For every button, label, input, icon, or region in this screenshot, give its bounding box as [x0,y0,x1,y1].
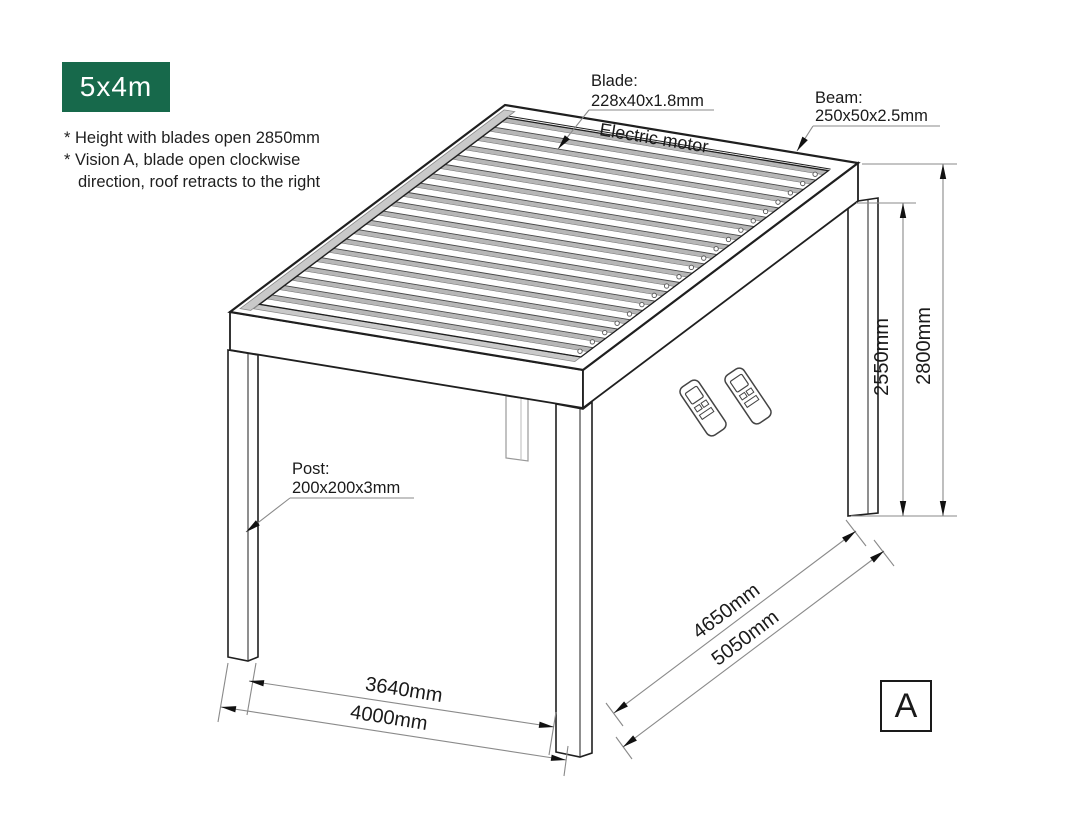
remote-control-1 [679,379,727,437]
note-line-1: * Height with blades open 2850mm [64,129,320,147]
louvred-roof [227,103,861,372]
dimension-lines [217,109,957,777]
view-marker-box: A [880,680,932,732]
posts [227,197,879,758]
notes-block: * Height with blades open 2850mm * Visio… [64,127,320,193]
dim-height-inner: 2550mm [871,318,893,396]
dim-width-inner: 3640mm [364,673,444,707]
remote-controls [679,367,772,437]
front-post [555,400,593,758]
size-badge: 5x4m [62,62,170,112]
blade-label-value: 228x40x1.8mm [591,92,704,110]
remote-control-2 [724,367,772,425]
post-label-value: 200x200x3mm [292,479,400,497]
note-line-3: direction, roof retracts to the right [78,173,321,191]
view-marker-letter: A [894,686,918,725]
blade-label-title: Blade: [591,72,638,90]
note-line-2: * Vision A, blade open clockwise [64,151,301,169]
back-post [505,395,529,462]
dim-height-outer: 2800mm [913,307,935,385]
beam-label-value: 250x50x2.5mm [815,107,928,125]
post-label-title: Post: [292,460,330,478]
left-post [227,349,259,662]
beam-label-title: Beam: [815,89,863,107]
